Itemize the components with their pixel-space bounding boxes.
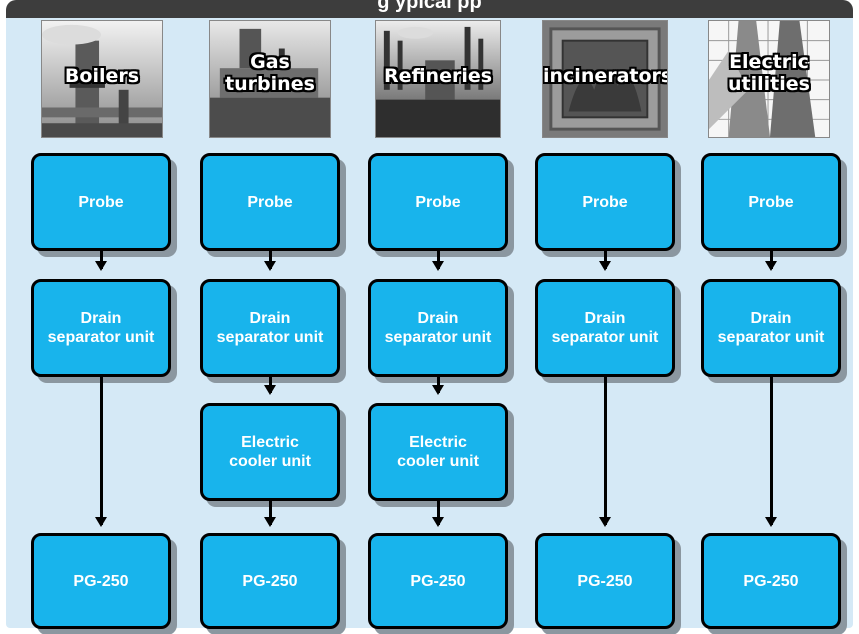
arrow xyxy=(599,251,611,271)
gas-turbines-label: Gas turbines xyxy=(225,51,315,95)
incinerators-image: incinerators xyxy=(542,20,668,138)
pg-250-box: PG-250 xyxy=(200,533,340,629)
boilers-image: Boilers xyxy=(41,20,163,138)
probe-box: Probe xyxy=(368,153,508,251)
drain-separator-box: Drain separator unit xyxy=(200,279,340,377)
arrow xyxy=(264,251,276,271)
arrow xyxy=(264,501,276,527)
probe-box: Probe xyxy=(535,153,675,251)
arrow xyxy=(432,501,444,527)
column-incinerators: incinerators Probe Drain separator unit … xyxy=(532,0,692,634)
electric-cooler-box: Electric cooler unit xyxy=(200,403,340,501)
electric-cooler-box: Electric cooler unit xyxy=(368,403,508,501)
column-gas-turbines: Gas turbines Probe Drain separator unit … xyxy=(197,0,357,634)
probe-box: Probe xyxy=(701,153,841,251)
drain-separator-box: Drain separator unit xyxy=(701,279,841,377)
boilers-label: Boilers xyxy=(64,65,140,87)
pg-250-box: PG-250 xyxy=(701,533,841,629)
pg-250-box: PG-250 xyxy=(368,533,508,629)
arrow xyxy=(765,377,777,527)
electric-utilities-image: Electric utilities xyxy=(708,20,830,138)
title-bar: g ypical pp xyxy=(6,0,853,18)
pg-250-box: PG-250 xyxy=(535,533,675,629)
pg-250-box: PG-250 xyxy=(31,533,171,629)
incinerators-label: incinerators xyxy=(543,65,668,87)
refineries-label: Refineries xyxy=(383,65,493,87)
arrow xyxy=(264,377,276,395)
arrow xyxy=(432,377,444,395)
column-boilers: Boilers Probe Drain separator unit PG-25… xyxy=(28,0,188,634)
arrow xyxy=(95,251,107,271)
refineries-image: Refineries xyxy=(375,20,501,138)
drain-separator-box: Drain separator unit xyxy=(535,279,675,377)
drain-separator-box: Drain separator unit xyxy=(31,279,171,377)
column-refineries: Refineries Probe Drain separator unit El… xyxy=(365,0,525,634)
probe-box: Probe xyxy=(200,153,340,251)
diagram-title: g ypical pp xyxy=(377,0,482,13)
arrow xyxy=(765,251,777,271)
electric-utilities-label: Electric utilities xyxy=(728,51,810,95)
drain-separator-box: Drain separator unit xyxy=(368,279,508,377)
arrow xyxy=(599,377,611,527)
arrow xyxy=(432,251,444,271)
column-electric-utilities: Electric utilities Probe Drain separator… xyxy=(698,0,858,634)
probe-box: Probe xyxy=(31,153,171,251)
arrow xyxy=(95,377,107,527)
gas-turbines-image: Gas turbines xyxy=(209,20,331,138)
